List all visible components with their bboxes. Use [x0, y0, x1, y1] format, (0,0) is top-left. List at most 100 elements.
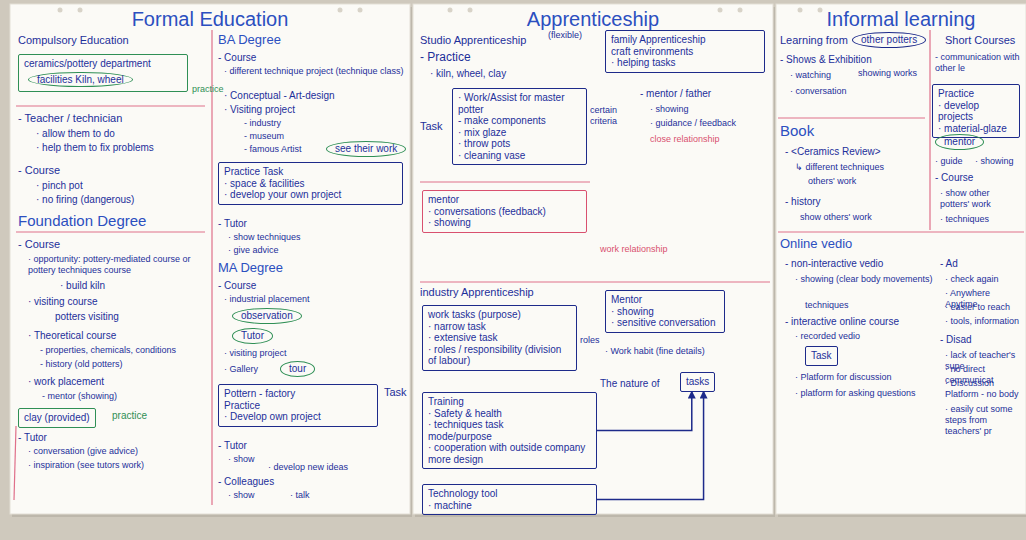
handwritten-note: - Course: [935, 172, 973, 184]
handwritten-note: · kiln, wheel, clay: [430, 68, 506, 80]
handwritten-note: · show other potters' work: [940, 188, 1020, 210]
box-heading: tasks: [686, 376, 709, 388]
handwritten-note: - Ad: [940, 258, 958, 270]
box-line: · throw pots: [458, 138, 581, 150]
box-line: · Develop own project: [224, 411, 372, 423]
handwritten-note: · different technique project (technique…: [224, 66, 404, 77]
handwritten-note: (flexible): [548, 30, 582, 41]
handwritten-note: techniques: [805, 300, 849, 311]
handwritten-note: - Teacher / technician: [18, 112, 122, 125]
handwritten-note: Online vedio: [780, 236, 852, 252]
handwritten-note: - famous Artist: [244, 144, 302, 155]
handwritten-note: · industrial placement: [224, 294, 310, 305]
box-line: · showing: [611, 306, 719, 318]
handwritten-note: · guide: [935, 156, 963, 167]
handwritten-note: Task: [420, 120, 443, 133]
handwritten-note: · Discussion Platform - no body: [945, 378, 1021, 400]
handwritten-note: - Tutor: [218, 218, 247, 230]
box-line: mode/purpose: [428, 431, 591, 443]
paper-sheet: [413, 4, 773, 514]
box-heading: see their work: [335, 143, 397, 155]
pink-section-lines: [14, 30, 1024, 505]
handwritten-note: · guidance / feedback: [650, 118, 736, 129]
handwritten-note: - Course: [18, 238, 60, 251]
handwritten-note: industry Apprenticeship: [420, 286, 534, 299]
handwritten-note: - Tutor: [218, 440, 247, 452]
handwritten-note: - interactive online course: [785, 316, 899, 328]
box-line: · develop your own project: [224, 189, 397, 201]
handwritten-note: · showing: [650, 104, 689, 115]
box-line: · helping tasks: [611, 57, 759, 69]
handwritten-note: potters visiting: [55, 311, 119, 323]
handwritten-note: Book: [780, 122, 814, 140]
handwritten-note: · visiting course: [28, 296, 97, 308]
handwritten-note: Studio Apprenticeship: [420, 34, 526, 47]
handwritten-note: Task: [384, 386, 407, 399]
ink-arrow: [597, 392, 692, 431]
handwritten-note: - properties, chemicals, conditions: [40, 345, 176, 356]
box-line: · extensive task: [428, 332, 571, 344]
box-heading: work tasks (purpose): [428, 309, 571, 321]
handwritten-note: The nature of: [600, 378, 659, 390]
handwritten-note: roles: [580, 335, 600, 346]
handwritten-note: - Colleagues: [218, 476, 274, 488]
handwritten-note: show others' work: [800, 212, 872, 223]
handwritten-note: · opportunity: pottery-mediated course o…: [28, 254, 208, 276]
ink-box: tasks: [680, 372, 715, 392]
ink-circle: facilities Kiln, wheel: [28, 72, 133, 88]
handwritten-note: · no firing (dangerous): [36, 194, 134, 206]
handwritten-note: · Work habit (fine details): [605, 346, 705, 357]
ink-box: Training· Safety & health· techniques ta…: [422, 392, 597, 469]
handwritten-note: · showing (clear body movements): [795, 274, 935, 285]
handwritten-note: MA Degree: [218, 260, 283, 276]
ink-box: Pottern - factoryPractice· Develop own p…: [218, 384, 378, 427]
box-heading: Task: [811, 350, 832, 362]
ink-circle: mentor: [935, 134, 984, 150]
handwritten-note: Learning from: [780, 34, 848, 47]
box-heading: Mentor: [611, 294, 719, 306]
box-heading: ceramics/pottery department: [24, 58, 182, 70]
handwritten-note: - mentor (showing): [42, 391, 117, 402]
handwritten-note: · Gallery: [224, 364, 258, 375]
handwritten-note: · talk: [290, 490, 310, 501]
box-line: · material-glaze: [938, 123, 1014, 135]
sheet-title: Apprenticeship: [413, 4, 773, 31]
box-heading: Practice Task: [224, 166, 397, 178]
handwritten-note: Compulsory Education: [18, 34, 129, 47]
handwritten-note: - <Ceramics Review>: [785, 146, 881, 158]
handwritten-note: · build kiln: [60, 280, 105, 292]
handwritten-note: close relationship: [650, 134, 720, 145]
box-heading: Practice: [938, 88, 1014, 100]
ink-box: Task: [805, 346, 838, 366]
handwritten-note: · conversation: [790, 86, 847, 97]
handwritten-note: - Course: [218, 52, 256, 64]
box-heading: mentor: [944, 136, 975, 148]
box-line: · showing: [428, 217, 581, 229]
handwritten-note: - museum: [244, 131, 284, 142]
handwritten-note: - non-interactive vedio: [785, 258, 883, 270]
ink-box: Mentor· showing· sensitive conversation: [605, 290, 725, 333]
handwritten-note: practice: [112, 410, 147, 422]
handwritten-note: showing works: [858, 68, 917, 79]
box-heading: clay (provided): [24, 412, 90, 424]
handwritten-note: · show techniques: [228, 232, 301, 243]
ink-box: family Apprenticeshipcraft environments·…: [605, 30, 765, 73]
paper-sheet: [776, 4, 1026, 514]
handwritten-note: · develop new ideas: [268, 462, 348, 473]
handwritten-note: - Tutor: [18, 432, 47, 444]
box-heading: · Work/Assist for master potter: [458, 92, 581, 115]
handwritten-note: · watching: [790, 70, 831, 81]
box-line: · develop projects: [938, 100, 1014, 123]
box-line: more design: [428, 454, 591, 466]
ink-circle: observation: [232, 308, 302, 324]
box-line: · mix glaze: [458, 127, 581, 139]
box-heading: Pottern - factory: [224, 388, 372, 400]
handwritten-note: - Shows & Exhibition: [780, 54, 872, 66]
handwritten-note: · showing: [975, 156, 1014, 167]
handwritten-note: · platform for asking questions: [795, 388, 935, 399]
handwritten-note: - history: [785, 196, 821, 208]
ink-box: · Work/Assist for master potter- make co…: [452, 88, 587, 165]
ink-circle: tour: [280, 361, 315, 377]
